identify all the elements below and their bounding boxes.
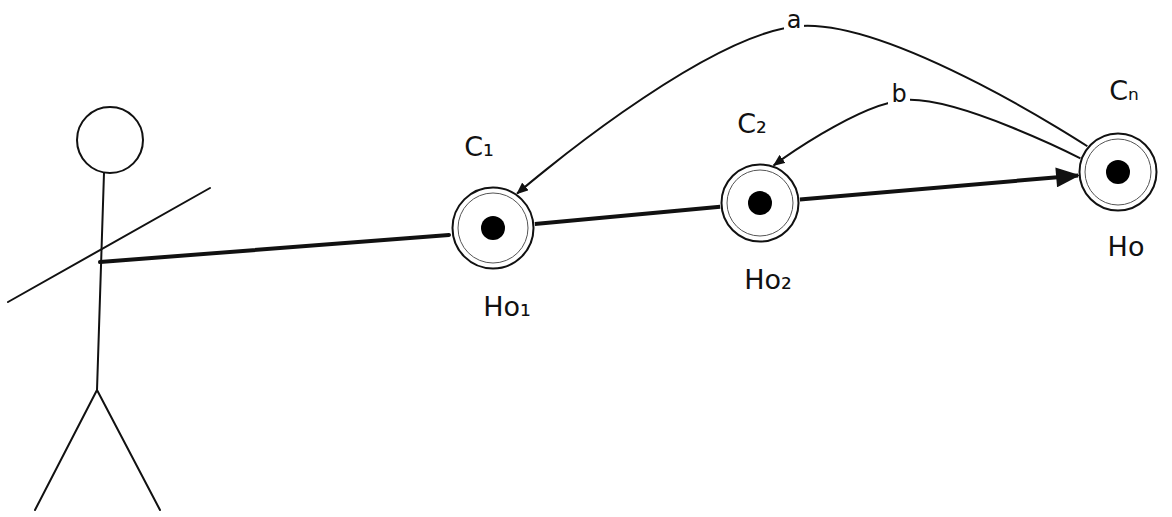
node-sublabel: Ho₁ [483,292,531,322]
inner-ring [727,170,793,236]
figure-leg [97,390,160,510]
outer-ring [1080,134,1157,211]
figure-arms [8,188,210,302]
node-label: C₂ [737,109,767,139]
center-dot [481,216,505,240]
node-label: Cₙ [1109,76,1139,106]
center-dot [748,191,772,215]
ring-outline [1078,132,1158,212]
inner-ring [458,193,528,263]
ring-node: CₙHo [1078,132,1158,212]
link-line [800,175,1078,199]
figure-leg [35,390,97,510]
node-sublabel: Ho [1108,232,1145,262]
figure-body [97,173,104,390]
node-label: C₁ [464,132,494,162]
outer-ring [453,188,534,269]
figure-head [77,107,143,173]
inner-ring [1085,139,1151,205]
ring-outline [720,163,800,243]
center-dot [1106,160,1130,184]
ring-node: C₁Ho₁ [451,186,535,270]
rod-line [100,235,449,262]
ring-node: C₂Ho₂ [720,163,800,243]
node-sublabel: Ho₂ [744,265,792,295]
ring-outline [451,186,535,270]
curved-arrow [774,100,1081,166]
edge-label: a [784,7,805,33]
edge-label: b [888,81,909,107]
curved-arrow [517,26,1087,194]
link-line [535,207,720,224]
outer-ring [722,165,799,242]
